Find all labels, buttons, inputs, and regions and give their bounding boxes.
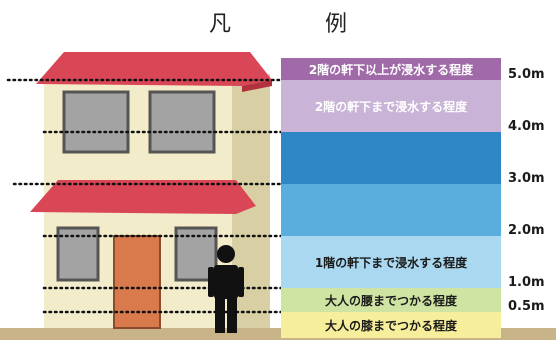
person-silhouette bbox=[208, 245, 244, 333]
band-3m bbox=[281, 184, 501, 236]
band-knee-deep: 大人の膝までつかる程度 bbox=[281, 312, 501, 338]
upper-roof bbox=[36, 52, 272, 86]
band-up-to-second-floor-eaves: 2階の軒下まで浸水する程度 bbox=[281, 80, 501, 132]
band-label: 1階の軒下まで浸水する程度 bbox=[314, 255, 468, 270]
level-label-4m: 4.0m bbox=[508, 119, 545, 134]
band-above-second-floor-eaves: 2階の軒下以上が浸水する程度 bbox=[281, 58, 501, 80]
level-label-5m: 5.0m bbox=[508, 67, 545, 82]
band-label: 大人の腰までつかる程度 bbox=[324, 293, 457, 308]
level-label-0-5m: 0.5m bbox=[508, 299, 545, 314]
band-label: 2階の軒下まで浸水する程度 bbox=[314, 99, 468, 114]
level-label-1m: 1.0m bbox=[508, 275, 545, 290]
upper-window-left bbox=[62, 90, 130, 154]
front-door bbox=[113, 235, 161, 329]
band-label: 2階の軒下以上が浸水する程度 bbox=[308, 62, 474, 77]
upper-window-right bbox=[148, 90, 216, 154]
legend-title: 凡 例 bbox=[208, 12, 383, 37]
band-4m bbox=[281, 132, 501, 184]
band-label: 大人の膝までつかる程度 bbox=[324, 318, 457, 333]
level-label-3m: 3.0m bbox=[508, 171, 545, 186]
band-up-to-first-floor-eaves: 1階の軒下まで浸水する程度 bbox=[281, 236, 501, 288]
level-label-2m: 2.0m bbox=[508, 223, 545, 238]
lower-roof bbox=[30, 180, 256, 214]
band-waist-deep: 大人の腰までつかる程度 bbox=[281, 288, 501, 312]
